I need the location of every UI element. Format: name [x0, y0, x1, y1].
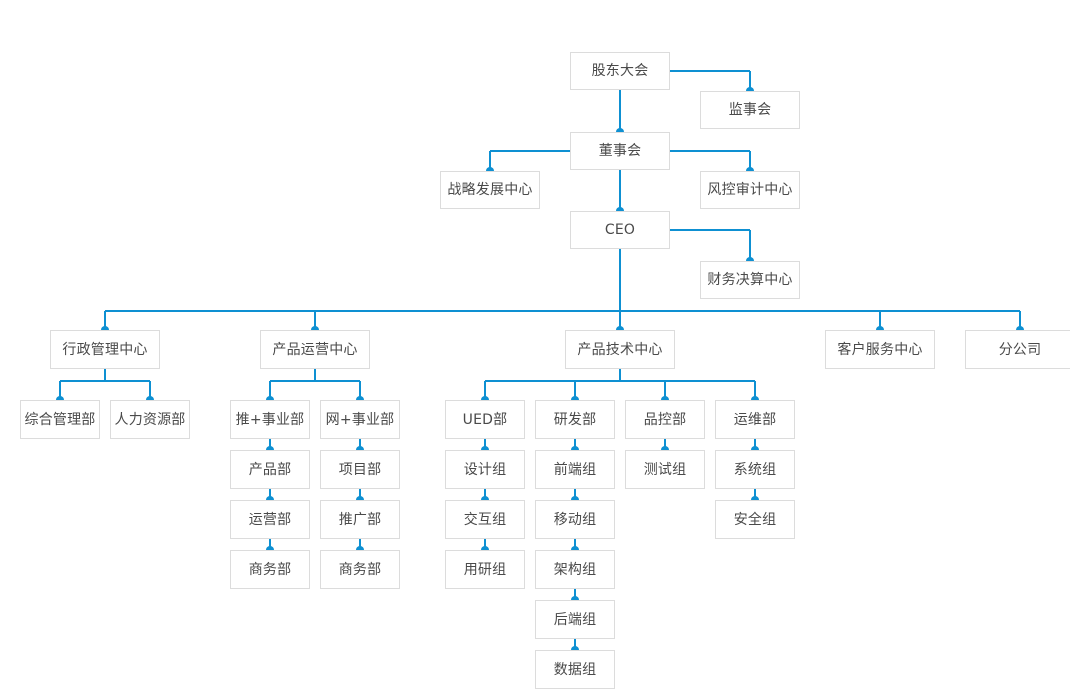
org-node[interactable]: 推广部 [320, 500, 400, 539]
org-node-label: 运营部 [248, 511, 292, 528]
org-node-label: 运维部 [733, 411, 777, 428]
org-node[interactable]: 研发部 [535, 400, 615, 439]
org-node-label: 推广部 [338, 511, 382, 528]
org-node-label: 安全组 [733, 511, 777, 528]
org-node-label: 商务部 [338, 561, 382, 578]
org-node[interactable]: 系统组 [715, 450, 795, 489]
org-node-label: 客户服务中心 [837, 341, 923, 358]
org-node-label: 董事会 [598, 143, 642, 159]
org-node-label: 综合管理部 [24, 411, 96, 428]
org-node[interactable]: 分公司 [965, 330, 1070, 369]
org-node[interactable]: 后端组 [535, 600, 615, 639]
org-node-label: 研发部 [553, 411, 597, 428]
org-node-label: 数据组 [553, 661, 597, 678]
org-node-label: 设计组 [463, 461, 507, 478]
org-node-label: 项目部 [338, 461, 382, 478]
org-node[interactable]: 风控审计中心 [700, 171, 800, 209]
org-node[interactable]: 董事会 [570, 132, 670, 170]
org-node-label: 产品部 [248, 461, 292, 478]
org-node-label: 风控审计中心 [707, 182, 793, 198]
org-node-label: 系统组 [733, 461, 777, 478]
org-node[interactable]: 推+事业部 [230, 400, 310, 439]
org-node-label: 后端组 [553, 611, 597, 628]
org-node[interactable]: 项目部 [320, 450, 400, 489]
org-node[interactable]: 运营部 [230, 500, 310, 539]
org-node[interactable]: 安全组 [715, 500, 795, 539]
org-node[interactable]: 人力资源部 [110, 400, 190, 439]
org-node[interactable]: 移动组 [535, 500, 615, 539]
org-node[interactable]: 客户服务中心 [825, 330, 935, 369]
org-node-label: 商务部 [248, 561, 292, 578]
org-node-label: 网+事业部 [325, 411, 395, 428]
org-node[interactable]: 品控部 [625, 400, 705, 439]
org-node-label: 行政管理中心 [62, 341, 148, 358]
org-node-label: 架构组 [553, 561, 597, 578]
org-node[interactable]: 交互组 [445, 500, 525, 539]
org-node-label: 产品运营中心 [272, 341, 358, 358]
org-node[interactable]: 综合管理部 [20, 400, 100, 439]
org-node-label: 分公司 [998, 341, 1042, 358]
org-node-label: 产品技术中心 [577, 341, 663, 358]
org-node-label: 前端组 [553, 461, 597, 478]
org-node-label: CEO [604, 222, 636, 238]
org-node[interactable]: 商务部 [320, 550, 400, 589]
org-node-label: 品控部 [643, 411, 687, 428]
org-node[interactable]: 行政管理中心 [50, 330, 160, 369]
org-node-label: 战略发展中心 [447, 182, 533, 198]
org-node[interactable]: CEO [570, 211, 670, 249]
org-node-label: 用研组 [463, 561, 507, 578]
org-node-label: 监事会 [728, 102, 772, 118]
org-node[interactable]: 股东大会 [570, 52, 670, 90]
org-node[interactable]: UED部 [445, 400, 525, 439]
org-node[interactable]: 用研组 [445, 550, 525, 589]
org-node-label: 交互组 [463, 511, 507, 528]
org-node-label: UED部 [462, 411, 508, 428]
org-node[interactable]: 前端组 [535, 450, 615, 489]
org-node-label: 股东大会 [591, 63, 649, 79]
org-node-label: 推+事业部 [235, 411, 305, 428]
org-node[interactable]: 运维部 [715, 400, 795, 439]
org-node[interactable]: 数据组 [535, 650, 615, 689]
org-node-label: 财务决算中心 [707, 272, 793, 288]
org-node[interactable]: 设计组 [445, 450, 525, 489]
org-node[interactable]: 战略发展中心 [440, 171, 540, 209]
org-node[interactable]: 财务决算中心 [700, 261, 800, 299]
org-node[interactable]: 产品技术中心 [565, 330, 675, 369]
org-node[interactable]: 架构组 [535, 550, 615, 589]
org-node[interactable]: 监事会 [700, 91, 800, 129]
org-node-label: 移动组 [553, 511, 597, 528]
org-node-label: 人力资源部 [114, 411, 186, 428]
org-node[interactable]: 产品运营中心 [260, 330, 370, 369]
org-node-label: 测试组 [643, 461, 687, 478]
org-node[interactable]: 测试组 [625, 450, 705, 489]
org-node[interactable]: 网+事业部 [320, 400, 400, 439]
org-node[interactable]: 产品部 [230, 450, 310, 489]
org-node[interactable]: 商务部 [230, 550, 310, 589]
